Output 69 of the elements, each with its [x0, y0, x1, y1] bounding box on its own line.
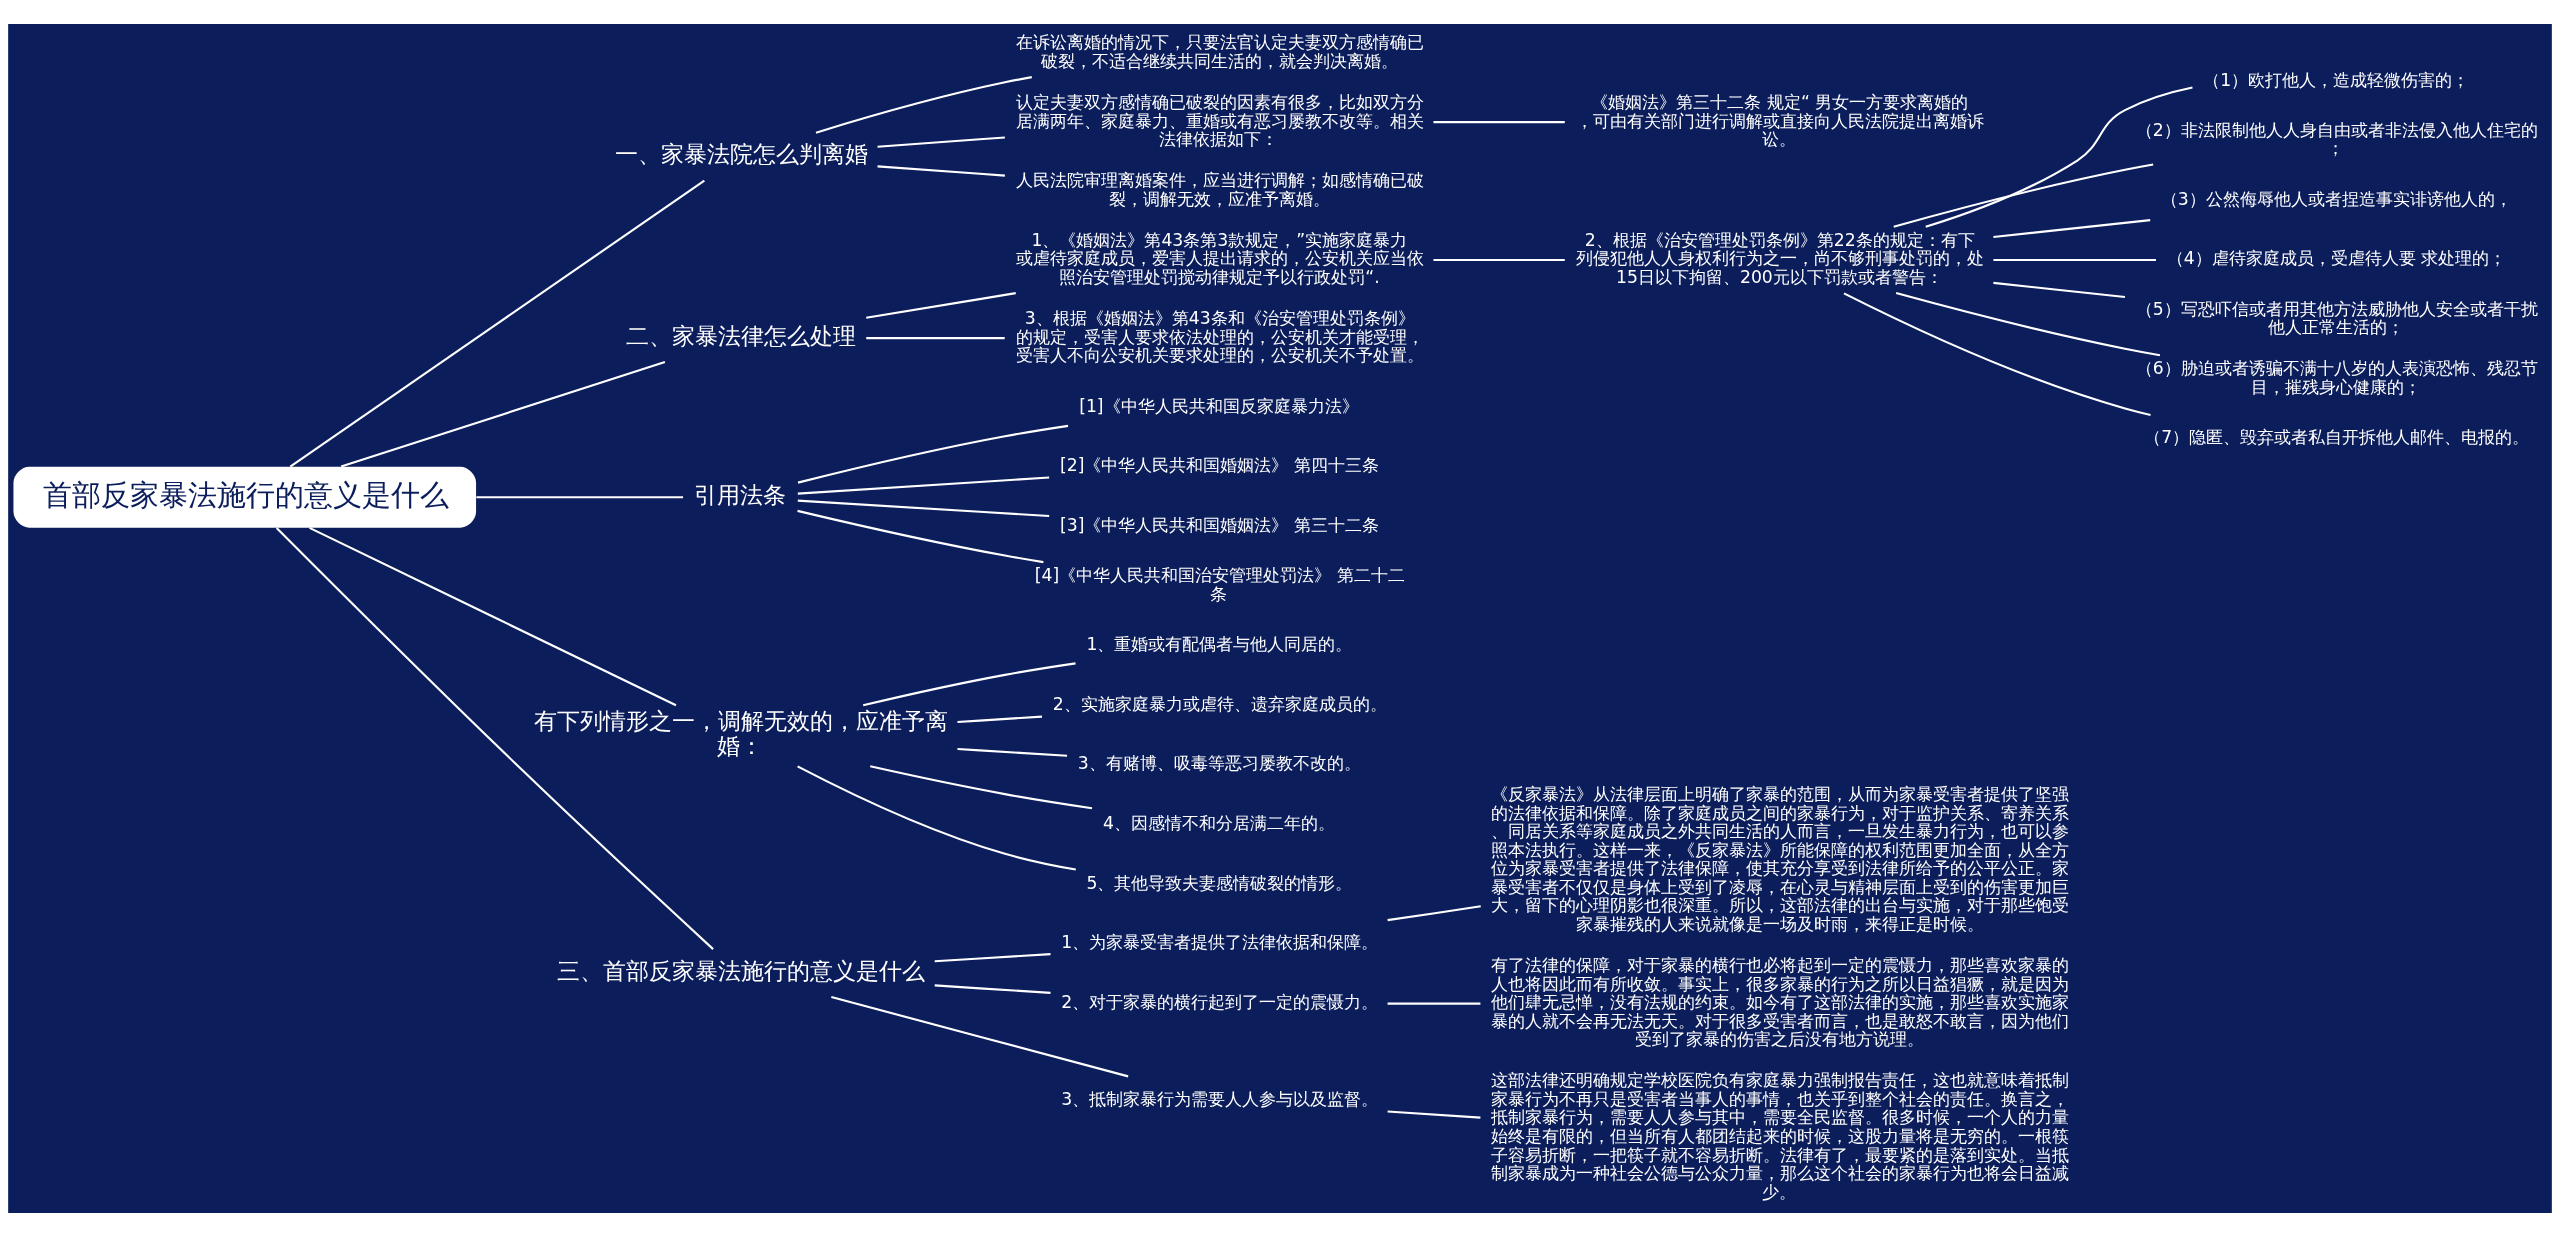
node-text: （6）胁迫或者诱骗不满十八岁的人表演恐怖、残忍节目，摧残身心健康的；	[2135, 358, 2538, 398]
connector	[1387, 905, 1481, 922]
node-text: （2）非法限制他人人身自由或者非法侵入他人住宅的；	[2135, 119, 2538, 159]
node-text: 有下列情形之一，调解无效的，应准予离婚：	[534, 707, 949, 759]
node-text: 在诉讼离婚的情况下，只要法官认定夫妻双方感情确已破裂，不适合继续共同生活的，就会判决离婚。	[1015, 32, 1424, 71]
node-text: 人民法院审理离婚案件，应当进行调解；如感情确已破裂，调解无效，应准予离婚。	[1015, 170, 1424, 209]
connector	[866, 337, 1005, 340]
connector	[797, 499, 1050, 518]
node-text: 1、为家暴受害者提供了法律依据和保障。	[1061, 932, 1379, 953]
connector	[1925, 86, 2193, 228]
node-text: （1）欧打他人，造成轻微伤害的；	[2203, 69, 2470, 90]
node-text: [2]《中华人民共和国婚姻法》 第四十三条	[1059, 455, 1379, 476]
node-text: 二、家暴法律怎么处理	[625, 322, 856, 349]
node-text: 三、首部反家暴法施行的意义是什么	[556, 957, 925, 984]
connector	[877, 136, 1005, 148]
connector	[289, 179, 705, 468]
connector	[815, 76, 1032, 134]
connector	[340, 361, 666, 468]
node-text: （3）公然侮辱他人或者捏造事实诽谤他人的，	[2160, 188, 2512, 209]
node-text: 2、根据《治安管理处罚条例》第22条的规定：有下列侵犯他人人身权利行为之一，尚不够刑事处罚的，处15日以下拘留、200元以下罚款或者警告：	[1575, 229, 1984, 288]
connector	[797, 509, 1044, 564]
node-text: 3、根据《婚姻法》第43条和《治安管理处罚条例》的规定，受害人要求依法处理的，公安机关才能受理，受害人不向公安机关要求处理的，公安机关不予处置。	[1015, 308, 1424, 366]
node-text: （4）虐待家庭成员，受虐待人要 求处理的；	[2166, 248, 2507, 269]
node-text: 有了法律的保障，对于家暴的横行也必将起到一定的震慑力，那些喜欢家暴的人也将因此而有所收敛。事实上，很多家暴的行为之所以日益猖獗，就是因为他们肆无忌惮，没有法规的约束。如今有了这部法律的实施，那些喜欢实施家暴的人就不会再无法无天。对于很多受害者而言，也是敢怒不敢言，因为他们受到了家暴的伤害之后没有地方说理。	[1491, 954, 2070, 1050]
connector	[1895, 292, 2161, 357]
connector	[1387, 1002, 1481, 1005]
node-text: 这部法律还明确规定学校医院负有家庭暴力强制报告责任，这也就意味着抵制家暴行为不再只是受害者当事人的事情，也关乎到整个社会的责任。换言之，抵制家暴行为，需要人人参与其中，需要全民监督。很多时候，一个人的力量始终是有限的，但当所有人都团结起来的时候，这股力量将是无穷的。一根筷子容易折断，一把筷子就不容易折断。法律有了，最要紧的是落到实处。当抵制家暴成为一种社会公德与公众力量，那么这个社会的家暴行为也将会日益减少。	[1491, 1070, 2070, 1202]
node-text: 1、重婚或有配偶者与他人同居的。	[1086, 634, 1353, 655]
node-text: [4]《中华人民共和国治安管理处罚法》 第二十二条	[1034, 565, 1405, 604]
connector	[1993, 281, 2126, 299]
node-text: [1]《中华人民共和国反家庭暴力法》	[1079, 395, 1359, 416]
connector	[309, 526, 677, 707]
node-text: 1、《婚姻法》第43条第3款规定，”实施家庭暴力或虐待家庭成员，爱害人提出请求的，公安机关应当依照治安管理处罚搅动律规定予以行政处罚“.	[1015, 229, 1424, 288]
connector	[870, 765, 1093, 810]
node-text: [3]《中华人民共和国婚姻法》 第三十二条	[1059, 514, 1379, 535]
connector	[934, 984, 1051, 994]
connector	[1993, 258, 2156, 261]
connector	[957, 747, 1068, 757]
node-text: （5）写恐吓信或者用其他方法威胁他人安全或者干扰他人正常生活的；	[2135, 298, 2538, 338]
connector	[275, 527, 714, 950]
connector	[476, 496, 684, 499]
node-text: 4、因感情不和分居满二年的。	[1103, 813, 1336, 834]
node-text: 一、家暴法院怎么判离婚	[614, 140, 868, 167]
node-box: 首部反家暴法施行的意义是什么	[13, 466, 477, 528]
connector	[957, 715, 1043, 724]
connector	[1433, 258, 1565, 261]
connector	[866, 292, 1016, 319]
node-text: 《婚姻法》第三十二条 规定“ 男女一方要求离婚的，可由有关部门进行调解或直接向人民法院提出离婚诉讼。	[1575, 92, 1984, 150]
connector	[1893, 163, 2154, 228]
node-text: 《反家暴法》从法律层面上明确了家暴的范围，从而为家暴受害者提供了坚强的法律依据和保障。除了家庭成员之间的家暴行为，对于监护关系、寄养关系、同居关系等家庭成员之外共同生活的人而言，一旦发生暴力行为，也可以参照本法执行。这样一来，《反家暴法》所能保障的权利范围更加全面，从全方位为家暴受害者提供了法律保障，使其充分享受到法律所给予的公平公正。家暴受害者不仅仅是身体上受到了凌辱，在心灵与精神层面上受到的伤害更加巨大，留下的心理阴影也很深重。所以，这部法律的出台与实施，对于那些饱受家暴摧残的人来说就像是一场及时雨，来得正是时候。	[1491, 783, 2070, 934]
node-text: 认定夫妻双方感情确已破裂的因素有很多，比如双方分居满两年、家庭暴力、重婚或有恶习屡教不改等。相关法律依据如下：	[1015, 92, 1424, 150]
connector	[1843, 292, 2151, 416]
connector	[797, 765, 1076, 871]
node-text: 5、其他导致夫妻感情破裂的情形。	[1086, 872, 1353, 893]
node-text: （7）隐匿、毁弃或者私自开拆他人邮件、电报的。	[2144, 427, 2530, 448]
node-text: 2、对于家暴的横行起到了一定的震慑力。	[1061, 992, 1379, 1013]
node-text: 3、抵制家暴行为需要人人参与以及监督。	[1061, 1088, 1379, 1109]
connector	[934, 953, 1051, 963]
connector	[1993, 219, 2151, 239]
connector	[797, 424, 1069, 484]
node-text: 2、实施家庭暴力或虐待、遗弃家庭成员的。	[1052, 693, 1387, 714]
node-text: 引用法条	[694, 481, 787, 508]
connector	[1387, 1110, 1481, 1119]
connector	[797, 476, 1050, 495]
connector	[877, 165, 1005, 177]
connector	[862, 662, 1076, 707]
connector	[831, 996, 1129, 1078]
node-text: 3、有赌博、吸毒等恶习屡教不改的。	[1077, 753, 1361, 774]
connector	[1433, 121, 1565, 124]
